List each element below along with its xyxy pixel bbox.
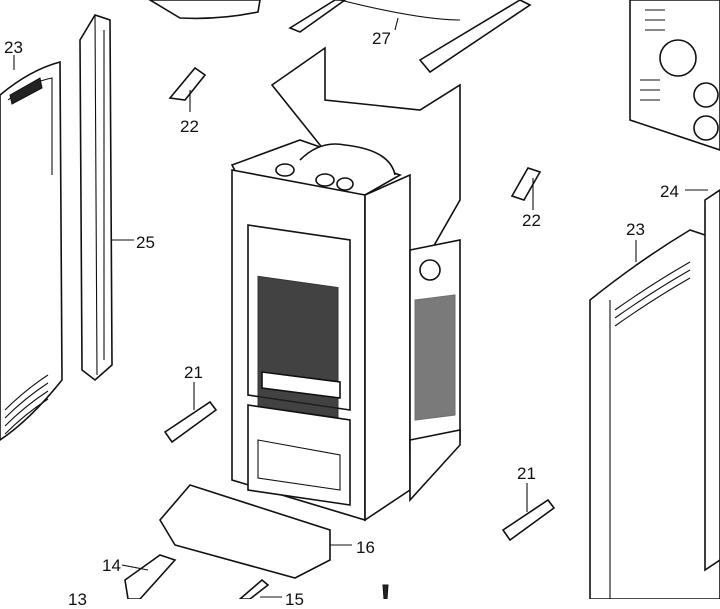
rear-panel	[629, 0, 720, 151]
part-label-21: 21	[184, 363, 203, 382]
part-15	[238, 578, 270, 599]
part-label-23: 23	[4, 38, 23, 57]
bracket-22-right	[510, 167, 542, 201]
part-label-22: 22	[180, 117, 199, 136]
ash-tray	[159, 484, 331, 579]
vertical-rail	[79, 14, 113, 382]
part-label-25: 25	[136, 233, 155, 252]
bracket-21-right	[501, 498, 556, 542]
left-side-panel	[0, 60, 63, 441]
part-label-24: 24	[660, 182, 679, 201]
part-label-22: 22	[522, 211, 541, 230]
part-label-21: 21	[517, 464, 536, 483]
part-label-27: 27	[372, 29, 391, 48]
stove-body	[230, 46, 461, 522]
bracket-14	[124, 554, 177, 599]
bracket-21-left	[163, 400, 218, 444]
right-side-panel	[589, 189, 720, 599]
part-label-16: 16	[356, 538, 375, 557]
part-label-23: 23	[626, 220, 645, 239]
leader-lines	[13, 17, 708, 598]
bracket-22-left	[168, 66, 207, 101]
screw	[382, 584, 389, 599]
top-cover-parts	[148, 0, 532, 74]
part-label-15: 15	[285, 590, 304, 609]
part-label-14: 14	[102, 556, 121, 575]
part-label-13: 13	[68, 590, 87, 609]
